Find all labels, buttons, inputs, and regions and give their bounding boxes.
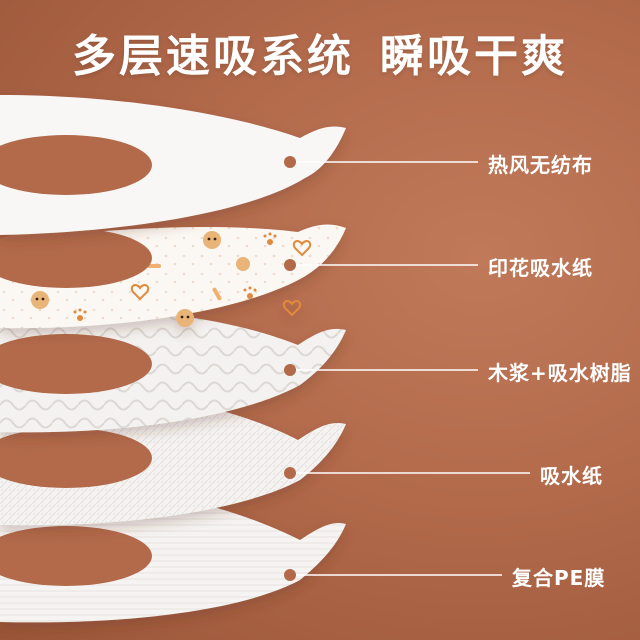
- connector-lines: [296, 161, 530, 576]
- label-nonwoven: 热风无纺布: [488, 153, 593, 177]
- layer-printed-paper: [0, 224, 346, 329]
- label-pe-film: 复合PE膜: [512, 566, 606, 590]
- headline-part1: 多层速吸系统: [72, 31, 354, 82]
- label-wood-pulp: 木浆+吸水树脂: [488, 361, 632, 385]
- label-absorbent-paper: 吸水纸: [540, 464, 603, 488]
- paw-icon: [73, 232, 277, 321]
- puppy-icon: [31, 231, 250, 327]
- bone-icon: [147, 264, 222, 301]
- heart-icon: [130, 240, 312, 317]
- headline: 多层速吸系统瞬吸干爽: [0, 20, 640, 84]
- layer-nonwoven: [0, 95, 346, 235]
- headline-part2: 瞬吸干爽: [380, 31, 568, 82]
- layer-wood-pulp: [0, 310, 346, 433]
- label-printed-paper: 印花吸水纸: [488, 256, 593, 280]
